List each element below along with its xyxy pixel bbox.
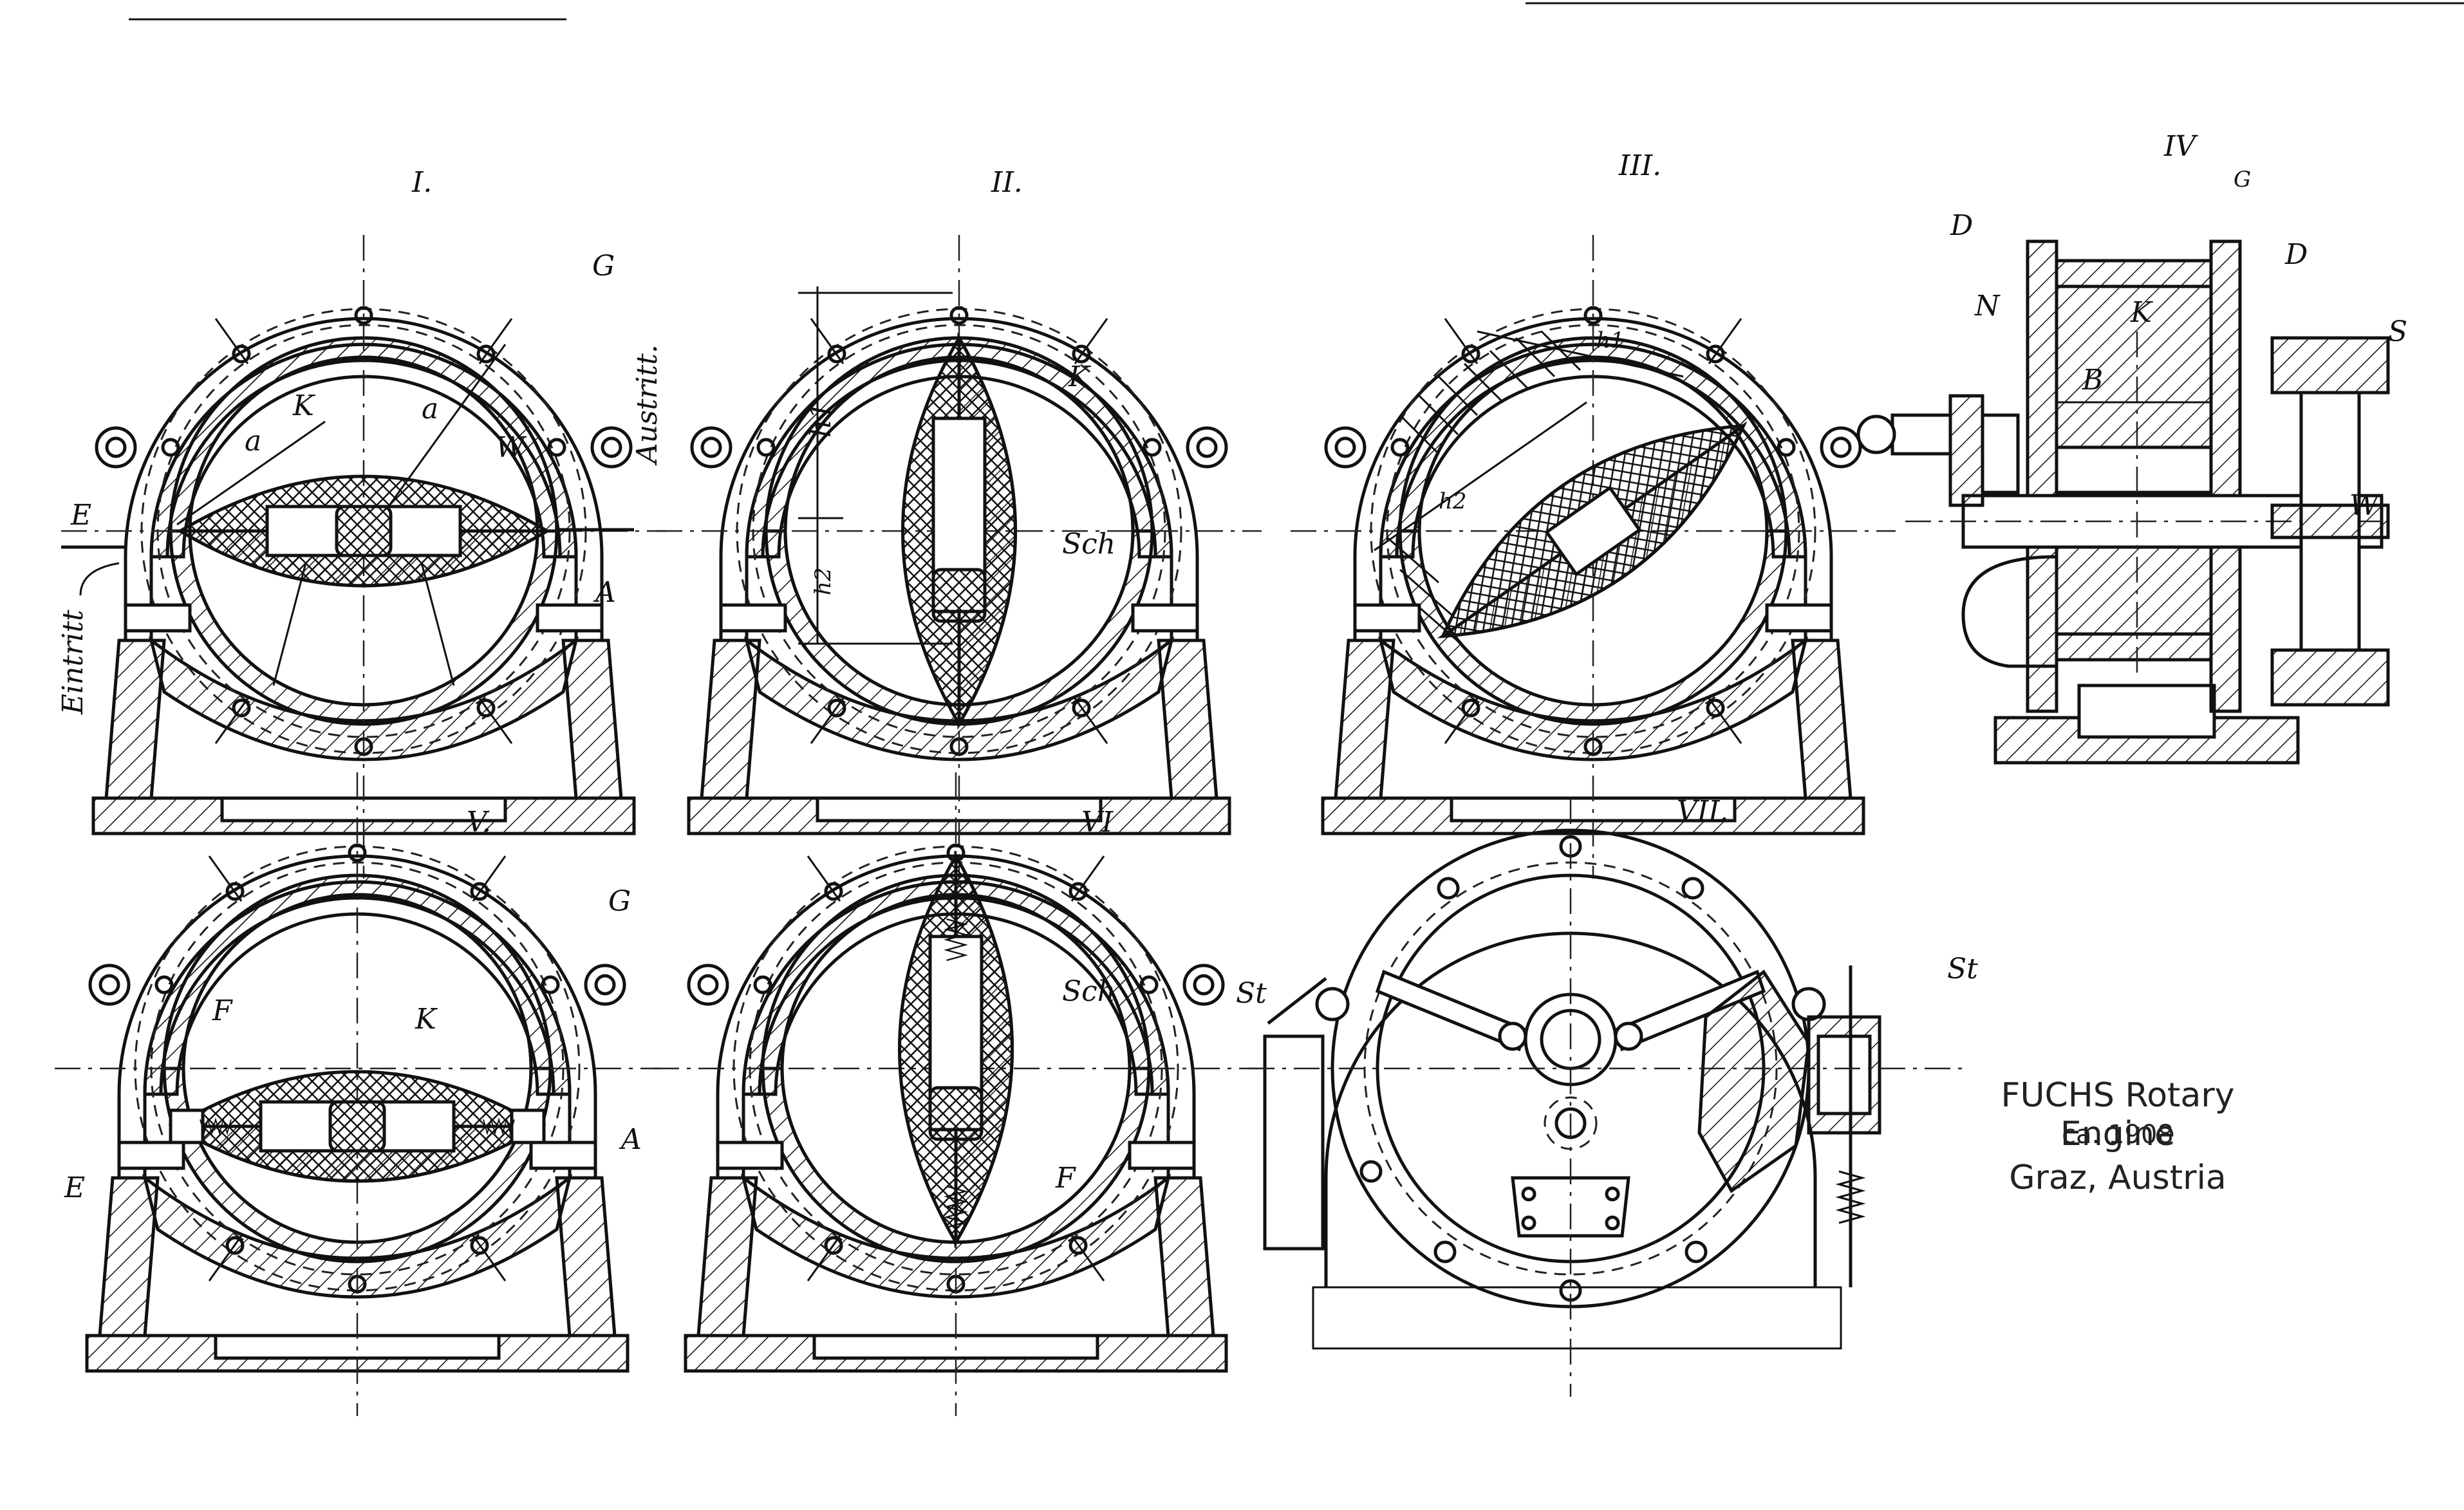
- figure-I: [61, 235, 666, 879]
- figure-V: [55, 772, 660, 1416]
- figure-II: [657, 235, 1262, 879]
- label-g-fig4: G: [2234, 167, 2251, 192]
- figure-III-label: III.: [1618, 149, 1661, 182]
- label-g-fig5: G: [608, 885, 631, 918]
- label-austritt: Austritt.: [631, 344, 664, 466]
- label-k: K: [292, 389, 315, 422]
- figure-VII: [1249, 798, 1970, 1397]
- label-g: G: [592, 250, 615, 283]
- figure-V-label: V.: [467, 806, 491, 839]
- label-f-fig5: F: [212, 994, 233, 1027]
- figure-I-label: I.: [411, 166, 432, 199]
- label-e: E: [70, 499, 91, 532]
- title-line-3: Graz, Austria: [2009, 1159, 2226, 1197]
- label-n: N: [1974, 290, 2001, 322]
- label-k-fig2: K: [1068, 360, 1091, 393]
- figure-VI: [653, 772, 1258, 1416]
- label-k-fig5: K: [415, 1003, 438, 1036]
- label-b: B: [2082, 364, 2103, 396]
- figure-VII-label: VII.: [1677, 795, 1729, 828]
- label-d-left: D: [1950, 209, 1973, 242]
- label-h2: h2: [810, 567, 836, 595]
- title-line-2: ca. 1908: [2062, 1120, 2174, 1150]
- label-sch: Sch: [1062, 528, 1115, 561]
- label-f-fig6: F: [1055, 1162, 1076, 1195]
- label-w-fig4: W: [2349, 489, 2381, 522]
- label-h1: h1: [805, 402, 837, 438]
- label-a-fig5: A: [619, 1123, 642, 1156]
- label-h2-fig3: h2: [1439, 489, 1467, 514]
- figure-IV-label: IV: [2163, 130, 2198, 163]
- label-h1-fig3: h1: [1596, 328, 1625, 353]
- figure-IV: [1856, 239, 2390, 765]
- label-d-right: D: [2284, 238, 2308, 271]
- label-a: A: [593, 576, 616, 609]
- label-sch-fig6: Sch: [1062, 975, 1115, 1008]
- label-s: S: [2388, 315, 2407, 348]
- label-k-fig4: K: [2130, 296, 2153, 329]
- figure-III: [1291, 235, 1896, 879]
- label-e-fig5: E: [64, 1171, 85, 1204]
- label-st-left: St: [1236, 977, 1267, 1010]
- label-a-right: a: [422, 393, 438, 425]
- figure-VI-label: VI: [1081, 806, 1114, 839]
- title-line-1: FUCHS Rotary Engine: [2001, 1076, 2235, 1153]
- label-a-left: a: [245, 425, 261, 458]
- label-st-right: St: [1947, 953, 1978, 985]
- label-w: W: [496, 431, 527, 464]
- figure-II-label: II.: [991, 166, 1023, 199]
- label-eintritt: Eintritt: [57, 610, 89, 715]
